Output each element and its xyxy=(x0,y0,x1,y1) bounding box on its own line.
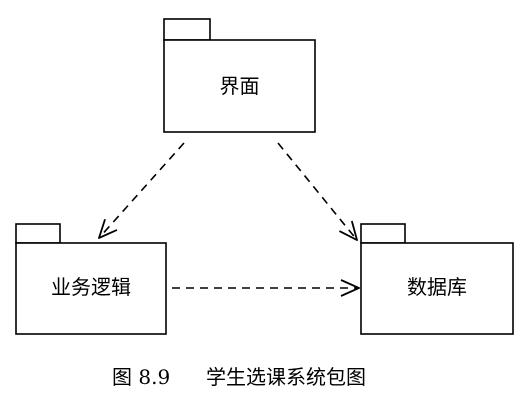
dependency-ui-to-database xyxy=(277,142,357,240)
package-ui-label: 界面 xyxy=(220,74,260,98)
package-database-label: 数据库 xyxy=(407,275,467,299)
figure-caption: 图 8.9 学生选课系统包图 xyxy=(112,365,366,389)
package-database-tab xyxy=(360,223,406,244)
package-ui-body xyxy=(163,39,316,133)
package-database-body xyxy=(360,242,514,335)
package-ui-tab xyxy=(163,18,211,41)
package-business-tab xyxy=(15,223,61,244)
package-business-label: 业务逻辑 xyxy=(51,275,131,299)
caption-number: 图 8.9 xyxy=(112,365,170,389)
package-business-body xyxy=(15,242,167,335)
caption-title: 学生选课系统包图 xyxy=(206,365,366,389)
package-ui: 界面 xyxy=(163,18,316,133)
package-business: 业务逻辑 xyxy=(15,223,167,335)
package-database: 数据库 xyxy=(360,223,514,335)
dependency-ui-to-business xyxy=(99,142,185,238)
